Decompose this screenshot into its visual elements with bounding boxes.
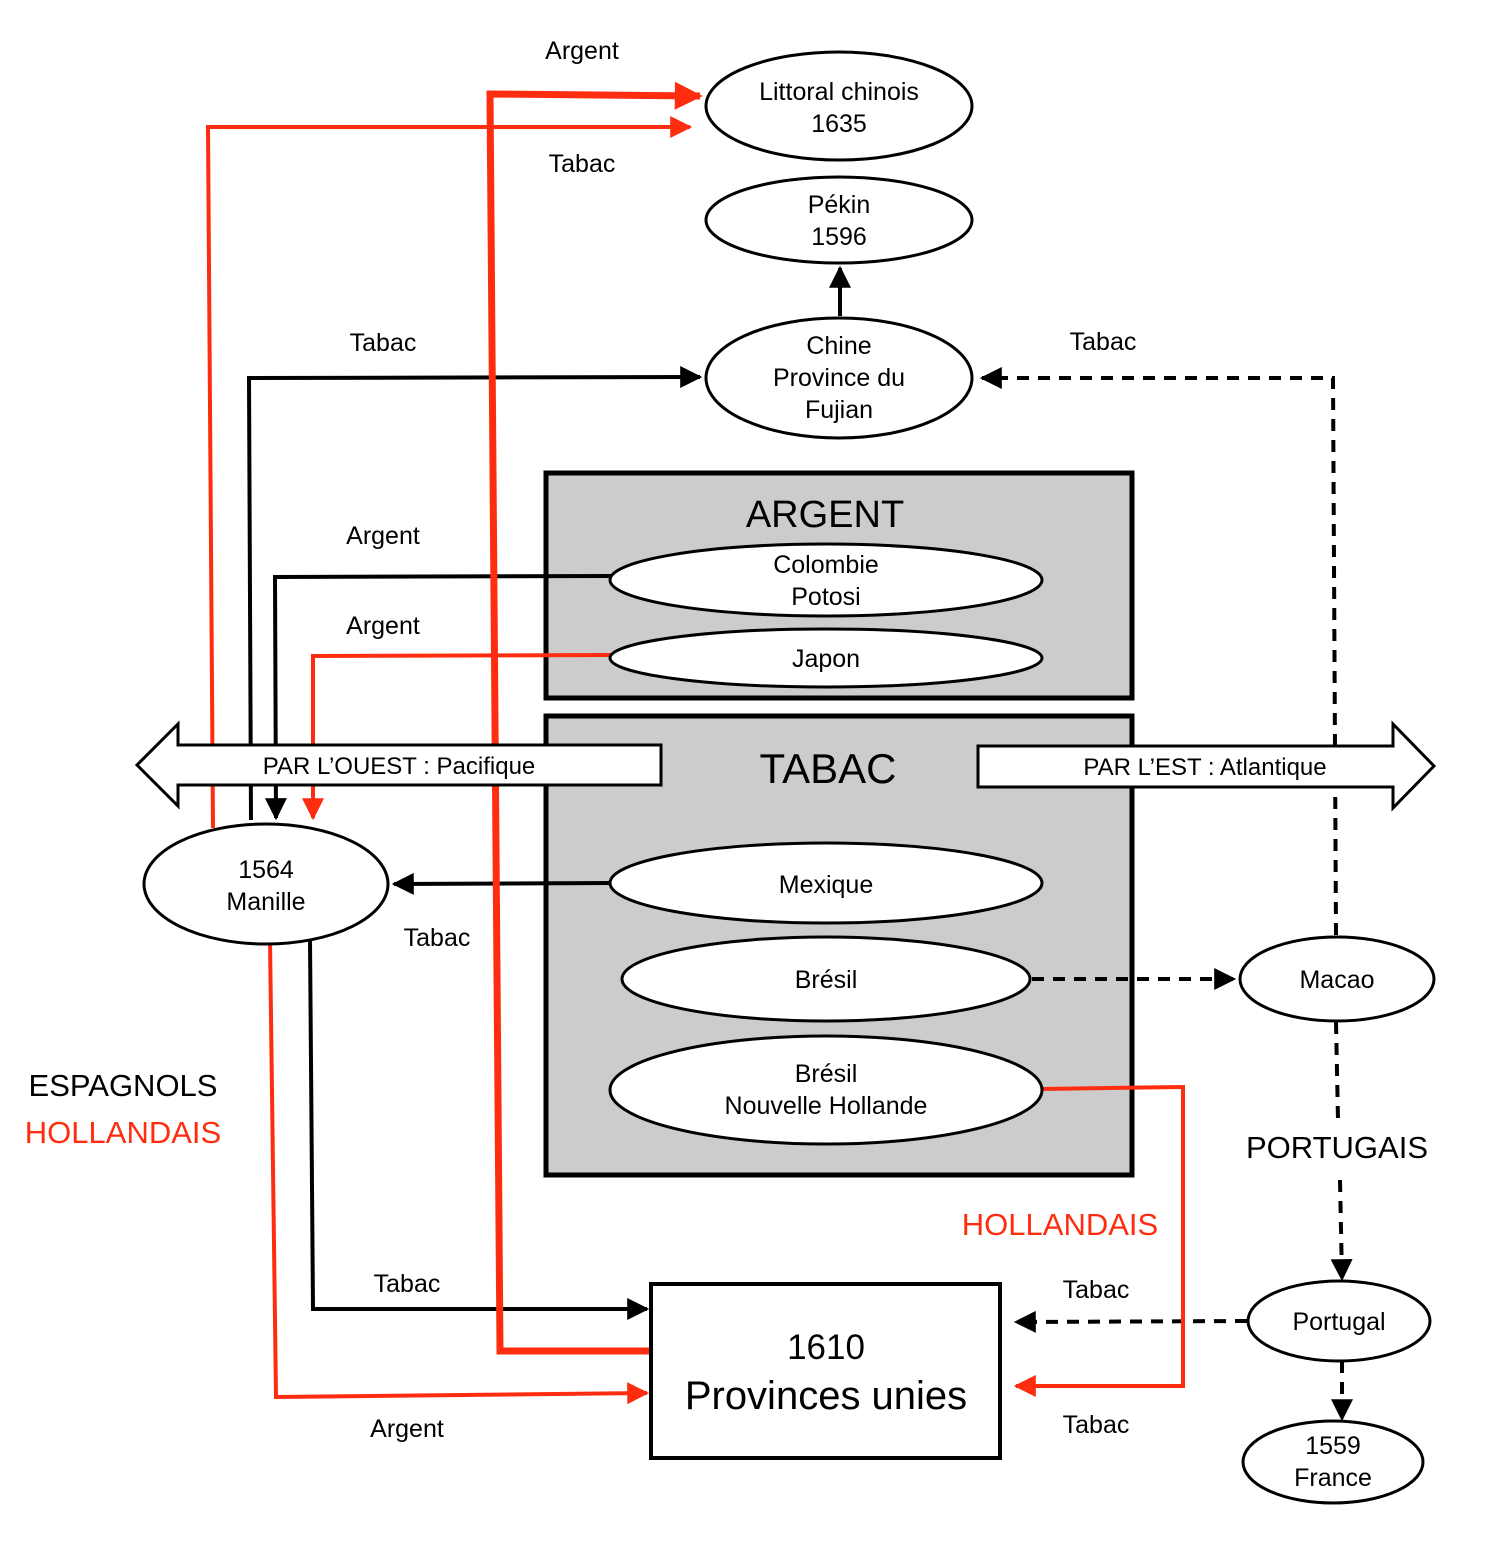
legend-espagnols: ESPAGNOLS bbox=[29, 1068, 218, 1103]
arrow-bresilnh-provinces bbox=[1013, 1084, 1185, 1397]
node-colombie-line1: Colombie bbox=[773, 551, 879, 579]
node-littoral-line1: Littoral chinois bbox=[759, 78, 919, 106]
tabac-panel-title: TABAC bbox=[760, 745, 897, 792]
label-tabac-portugal: Tabac bbox=[1063, 1276, 1130, 1304]
node-littoral-line2: 1635 bbox=[811, 110, 867, 138]
node-provinces-unies: 1610 Provinces unies bbox=[649, 1282, 1002, 1460]
node-bresilnh-line1: Brésil bbox=[795, 1060, 858, 1088]
label-argent-bottom: Argent bbox=[370, 1415, 444, 1443]
label-tabac-manille-provinces: Tabac bbox=[374, 1270, 441, 1298]
legend-portugais: PORTUGAIS bbox=[1246, 1130, 1428, 1165]
node-bresilnh-line2: Nouvelle Hollande bbox=[725, 1092, 928, 1120]
node-provinces-line1: 1610 bbox=[787, 1328, 865, 1367]
node-manille: 1564 Manille bbox=[142, 822, 390, 946]
arrow-manille-provinces-tabac bbox=[308, 939, 650, 1320]
node-japon-line1: Japon bbox=[792, 645, 860, 673]
node-macao: Macao bbox=[1238, 935, 1436, 1023]
node-colombie-potosi: Colombie Potosi bbox=[608, 542, 1044, 618]
band-west-pacifique bbox=[134, 720, 663, 810]
arrow-portugais-portugal bbox=[1330, 1179, 1353, 1282]
node-macao-line1: Macao bbox=[1299, 966, 1374, 994]
arrow-portugal-provinces bbox=[1013, 1310, 1248, 1333]
label-argent-colombie: Argent bbox=[346, 522, 420, 550]
label-argent-top: Argent bbox=[545, 37, 619, 65]
arrow-macao-portugal bbox=[1334, 1021, 1340, 1121]
node-bresil: Brésil bbox=[620, 935, 1032, 1023]
label-tabac-fujian-right: Tabac bbox=[1070, 328, 1137, 356]
node-fujian-line1: Chine bbox=[806, 332, 871, 360]
node-fujian-line2: Province du bbox=[773, 364, 905, 392]
node-mexique-line1: Mexique bbox=[779, 871, 874, 899]
label-tabac-top: Tabac bbox=[549, 150, 616, 178]
node-france-line2: France bbox=[1294, 1464, 1372, 1492]
arrow-colombie-manille bbox=[264, 574, 613, 821]
node-bresil-nouvelle-hollande: Brésil Nouvelle Hollande bbox=[608, 1034, 1044, 1146]
band-east-label: PAR L’EST : Atlantique bbox=[1083, 754, 1326, 781]
arrow-provinces-littoral-argent bbox=[486, 81, 703, 1355]
node-france-line1: 1559 bbox=[1305, 1432, 1361, 1460]
label-tabac-mexique: Tabac bbox=[404, 924, 471, 952]
node-manille-line2: Manille bbox=[226, 888, 305, 916]
node-pekin-line2: 1596 bbox=[811, 223, 867, 251]
arrow-manille-provinces-argent bbox=[268, 939, 650, 1405]
node-bresil-line1: Brésil bbox=[795, 966, 858, 994]
band-west-label: PAR L’OUEST : Pacifique bbox=[263, 753, 536, 780]
node-pekin-line1: Pékin bbox=[808, 191, 871, 219]
node-fujian-line3: Fujian bbox=[805, 396, 873, 424]
node-littoral-chinois: Littoral chinois 1635 bbox=[704, 50, 974, 162]
node-fujian: Chine Province du Fujian bbox=[704, 316, 974, 440]
node-france: 1559 France bbox=[1241, 1419, 1425, 1505]
label-tabac-nh: Tabac bbox=[1063, 1411, 1130, 1439]
label-argent-japon: Argent bbox=[346, 612, 420, 640]
node-portugal: Portugal bbox=[1246, 1279, 1432, 1363]
legend-hollandais-right: HOLLANDAIS bbox=[962, 1207, 1158, 1242]
node-japon: Japon bbox=[608, 627, 1044, 689]
node-portugal-line1: Portugal bbox=[1292, 1308, 1385, 1336]
band-east-atlantique bbox=[976, 720, 1437, 812]
node-mexique: Mexique bbox=[608, 841, 1044, 925]
node-manille-line1: 1564 bbox=[238, 856, 294, 884]
arrow-manille-littoral-tabac bbox=[205, 116, 693, 829]
argent-panel-title: ARGENT bbox=[746, 494, 904, 536]
arrow-manille-fujian bbox=[246, 366, 703, 821]
arrow-macao-fujian bbox=[979, 367, 1338, 936]
node-pekin: Pékin 1596 bbox=[704, 175, 974, 265]
node-colombie-line2: Potosi bbox=[791, 583, 860, 611]
legend-hollandais: HOLLANDAIS bbox=[25, 1115, 221, 1150]
arrow-mexique-manille bbox=[391, 872, 611, 895]
label-tabac-fujian-left: Tabac bbox=[350, 329, 417, 357]
node-provinces-line2: Provinces unies bbox=[685, 1374, 967, 1418]
